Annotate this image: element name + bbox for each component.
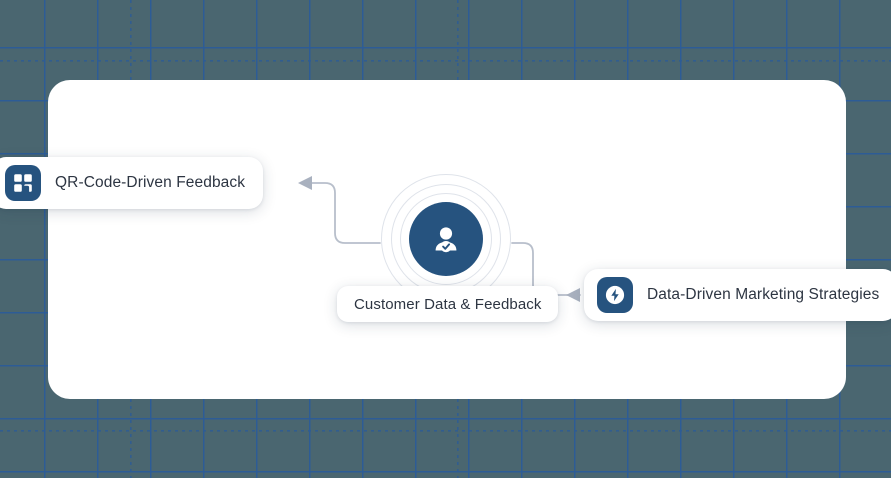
node-label-qr-code-feedback: QR-Code-Driven Feedback [55,174,246,191]
verified-user-icon [435,227,457,253]
lightning-icon-container [597,277,633,313]
node-card-qr-code-feedback[interactable]: QR-Code-Driven Feedback [0,157,264,209]
node-label-data-driven-marketing: Data-Driven Marketing Strategies [647,286,880,303]
node-card-data-driven-marketing[interactable]: Data-Driven Marketing Strategies [584,269,891,321]
hub-core [409,202,483,276]
hub-ring-inner [400,193,492,285]
node-label-customer-data: Customer Data & Feedback [354,295,542,313]
qr-code-grid-icon [14,174,32,192]
lightning-bolt-icon [605,285,625,305]
node-card-customer-data[interactable]: Customer Data & Feedback [337,286,559,322]
qr-code-icon-container [5,165,41,201]
